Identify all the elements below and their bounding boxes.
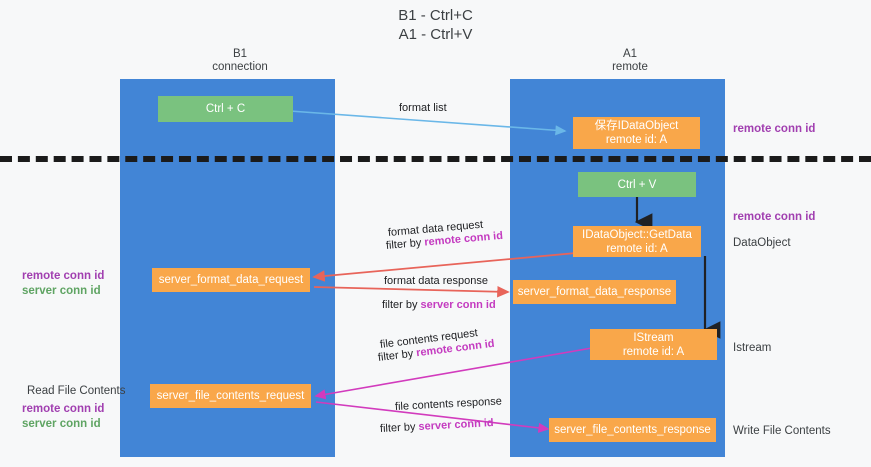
annotation-remote-conn-id-mid-text: remote conn id — [733, 211, 816, 223]
filter-by-text-3: filter by — [377, 347, 417, 364]
edge-label-format-data-response: format data response — [384, 275, 488, 287]
node-idataobject-getdata-label: IDataObject::GetData — [582, 228, 692, 241]
title-line-2: A1 - Ctrl+V — [398, 26, 473, 43]
node-istream[interactable]: IStream remote id: A — [590, 329, 717, 360]
node-server-file-contents-response[interactable]: server_file_contents_response — [549, 418, 716, 442]
annotation-remote-conn-id-top-text: remote conn id — [733, 123, 816, 135]
node-istream-sub: remote id: A — [622, 345, 685, 358]
page-title: B1 - Ctrl+C A1 - Ctrl+V — [0, 6, 871, 44]
node-istream-label: IStream — [633, 331, 674, 344]
annotation-left-conn-ids-bottom: remote conn id server conn id — [22, 402, 104, 432]
node-server-format-data-response[interactable]: server_format_data_response — [513, 280, 676, 304]
annotation-read-file-contents: Read File Contents — [27, 384, 125, 399]
filter-by-text-1: filter by — [385, 236, 425, 252]
filter-by-value-4: server conn id — [418, 417, 494, 433]
column-header-a1-sub: remote — [612, 61, 648, 73]
node-idataobject-getdata-sub: remote id: A — [606, 242, 668, 255]
filter-by-value-2: server conn id — [420, 299, 496, 311]
annotation-left-server-conn-id-bottom: server conn id — [22, 418, 101, 430]
node-server-format-data-request[interactable]: server_format_data_request — [152, 268, 310, 292]
node-server-file-contents-response-label: server_file_contents_response — [554, 424, 711, 436]
node-ctrl-v[interactable]: Ctrl + V — [578, 172, 696, 197]
node-save-idataobject-sub: remote id: A — [605, 134, 668, 146]
section-divider — [0, 156, 871, 162]
column-header-b1-sub: connection — [212, 61, 268, 73]
annotation-remote-conn-id-mid: remote conn id — [733, 210, 815, 225]
node-server-file-contents-request-label: server_file_contents_request — [156, 390, 305, 402]
column-header-b1-name: B1 — [232, 48, 248, 60]
edge-label-file-contents-response-filter: filter by server conn id — [380, 416, 494, 436]
column-header-a1-name: A1 — [622, 48, 638, 60]
edge-label-format-list: format list — [399, 102, 447, 114]
annotation-left-conn-ids-mid: remote conn id server conn id — [22, 269, 104, 299]
annotation-remote-conn-id-top: remote conn id — [733, 122, 815, 137]
node-idataobject-getdata[interactable]: IDataObject::GetData remote id: A — [573, 226, 701, 257]
node-server-file-contents-request[interactable]: server_file_contents_request — [150, 384, 311, 408]
filter-by-text-2: filter by — [382, 299, 421, 311]
edge-label-format-data-response-filter: filter by server conn id — [382, 298, 496, 312]
annotation-left-remote-conn-id-bottom: remote conn id — [22, 403, 105, 415]
column-header-a1: A1 remote — [540, 48, 720, 74]
node-ctrl-c-label: Ctrl + C — [205, 103, 246, 115]
node-ctrl-c[interactable]: Ctrl + C — [158, 96, 293, 122]
filter-by-text-4: filter by — [379, 420, 419, 435]
annotation-left-server-conn-id-mid: server conn id — [22, 285, 101, 297]
annotation-istream: Istream — [733, 342, 772, 354]
annotation-left-remote-conn-id-mid: remote conn id — [22, 270, 105, 282]
node-save-idataobject-label: 保存IDataObject — [594, 120, 679, 132]
annotation-write-file-contents: Write File Contents — [733, 425, 831, 437]
annotation-read-file-contents-text: Read File Contents — [27, 385, 126, 397]
title-line-1: B1 - Ctrl+C — [398, 7, 473, 24]
node-ctrl-v-label: Ctrl + V — [617, 178, 657, 191]
annotation-dataobject: DataObject — [733, 237, 791, 249]
node-server-format-data-response-label: server_format_data_response — [517, 286, 672, 298]
edge-label-file-contents-response: file contents response — [394, 395, 503, 413]
column-header-b1: B1 connection — [150, 48, 330, 74]
node-save-idataobject[interactable]: 保存IDataObject remote id: A — [573, 117, 700, 149]
node-server-format-data-request-label: server_format_data_request — [158, 274, 304, 286]
